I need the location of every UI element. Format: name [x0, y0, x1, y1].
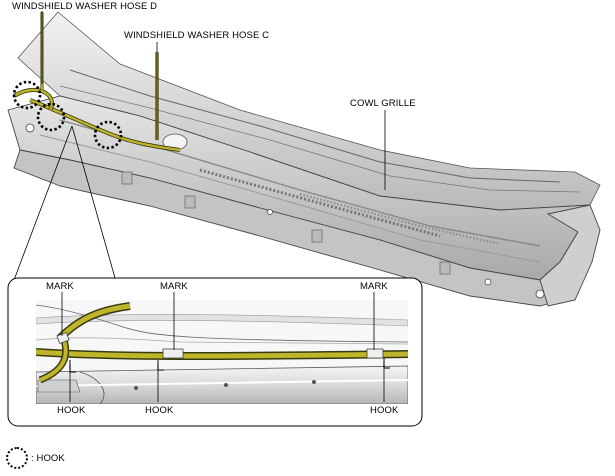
- label-hook-3: HOOK: [370, 405, 399, 416]
- label-mark-1: MARK: [46, 281, 74, 292]
- dotted-circle-icon: [6, 447, 28, 469]
- cowl-grille-part: [7, 11, 601, 307]
- label-mark-3: MARK: [360, 281, 388, 292]
- legend-text: : HOOK: [31, 453, 65, 464]
- label-hook-1: HOOK: [57, 405, 86, 416]
- hook-circle-d: [12, 80, 42, 110]
- hook-circle-mid: [36, 102, 66, 132]
- label-hose-c: WINDSHIELD WASHER HOSE C: [124, 30, 270, 41]
- mark-tape-3: [366, 348, 384, 359]
- mark-tape-2: [162, 348, 184, 359]
- hook-circle-c: [93, 120, 123, 150]
- label-hook-2: HOOK: [145, 405, 174, 416]
- inset-hose: [36, 302, 408, 384]
- leader-lines: [7, 11, 386, 297]
- detail-inset: [7, 277, 423, 427]
- label-hose-d: WINDSHIELD WASHER HOSE D: [12, 1, 158, 12]
- label-cowl-grille: COWL GRILLE: [350, 98, 416, 109]
- label-mark-2: MARK: [160, 281, 188, 292]
